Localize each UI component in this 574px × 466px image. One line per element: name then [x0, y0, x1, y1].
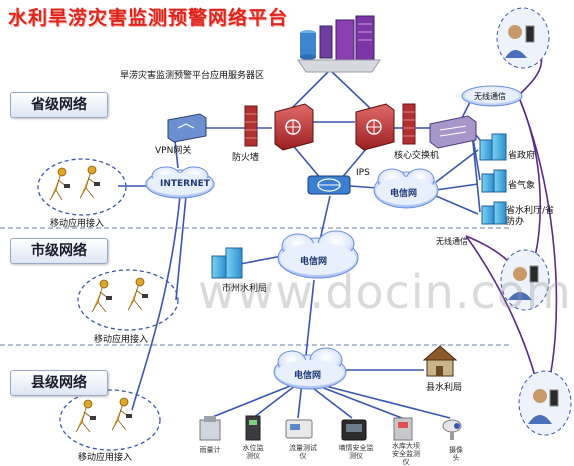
building-city-water — [211, 247, 243, 279]
tier-label-city: 市级网络 — [10, 238, 108, 264]
label-wireless-2: 无线通信 — [436, 237, 468, 246]
label-ips: IPS — [356, 168, 370, 178]
device-dam-monitor — [393, 417, 413, 441]
wireless-cloud — [461, 85, 523, 107]
building-provincial-water — [481, 201, 507, 225]
device-flow-meter — [285, 419, 313, 439]
tier-label-province: 省级网络 — [10, 92, 108, 118]
label-vpn-gateway: VPN网关 — [155, 146, 192, 156]
label-provincial-water: 省水利厅/省防办 — [506, 206, 555, 227]
device-soil-monitor — [341, 419, 367, 441]
ips-device — [307, 175, 351, 195]
label-device-flow-meter: 流量测试仪 — [289, 444, 317, 460]
label-server-zone: 旱涝灾害监测预警平台应用服务器区 — [120, 71, 265, 81]
phone-user-3 — [518, 370, 572, 436]
watermark: www.docin.com — [198, 265, 572, 319]
telecom-cloud-city — [277, 230, 359, 279]
label-mobile-access-2: 移动应用接入 — [94, 335, 149, 345]
building-county-water — [422, 345, 458, 377]
device-water-level — [245, 415, 261, 441]
label-city-water-bureau: 市州水利局 — [222, 284, 268, 294]
vpn-gateway — [167, 113, 207, 143]
mobile-group-3 — [59, 389, 161, 451]
device-camera — [442, 419, 462, 440]
core-router-left — [274, 103, 314, 151]
phone-user-1 — [496, 7, 550, 69]
label-device-dam-monitor: 水库大坝安全监测仪 — [392, 442, 420, 466]
label-provincial-gov: 省政府 — [508, 151, 536, 161]
label-provincial-weather: 省气象 — [508, 181, 536, 191]
building-provincial-weather — [481, 169, 507, 193]
device-rain-gauge — [199, 416, 221, 441]
firewall-right — [402, 103, 416, 145]
label-mobile-access-1: 移动应用接入 — [50, 219, 105, 229]
telecom-cloud-province — [373, 168, 439, 209]
label-telecom-county: 电信网 — [294, 371, 322, 381]
page-title: 水利旱涝灾害监测预警网络平台 — [8, 7, 289, 29]
label-county-water-bureau: 县水利局 — [426, 383, 463, 393]
label-device-rain-gauge: 雨量计 — [199, 446, 221, 454]
core-switch — [429, 115, 477, 149]
label-wireless-1: 无线通信 — [474, 92, 506, 101]
briefcases — [64, 182, 148, 420]
telecom-cloud-county — [273, 347, 347, 390]
mobile-group-2 — [77, 269, 179, 331]
core-router-right — [355, 103, 395, 151]
building-provincial-gov — [479, 133, 507, 161]
label-device-camera: 摄像头 — [449, 446, 463, 462]
label-telecom-province: 电信网 — [390, 189, 418, 199]
label-firewall: 防火墙 — [232, 153, 260, 163]
firewall-left — [244, 105, 258, 147]
mobile-group-1 — [37, 158, 127, 216]
tier-label-county: 县级网络 — [10, 370, 108, 396]
internet-cloud — [145, 166, 215, 199]
phone-user-2 — [500, 249, 550, 311]
label-device-soil-monitor: 墒情安全监测仪 — [338, 444, 374, 460]
server-cluster — [297, 15, 381, 73]
label-telecom-city: 电信网 — [300, 257, 328, 267]
label-internet: INTERNET — [160, 179, 210, 189]
label-device-water-level: 水位监测仪 — [242, 444, 264, 460]
label-core-switch: 核心交换机 — [394, 151, 440, 161]
label-mobile-access-3: 移动应用接入 — [78, 453, 133, 463]
